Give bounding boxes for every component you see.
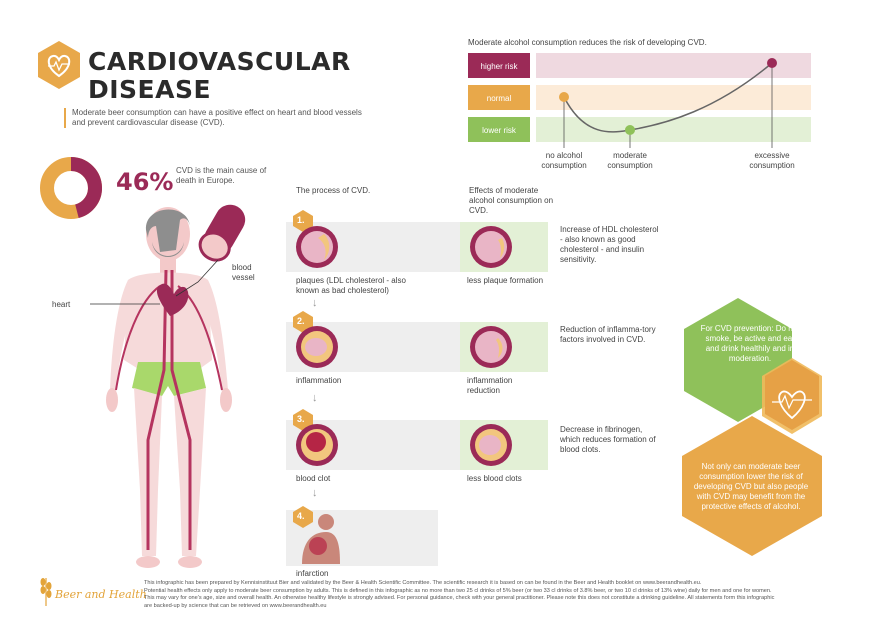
inflammation-reduction-vessel-icon [470, 326, 512, 368]
point-excessive [767, 58, 777, 68]
less-plaque-vessel-icon [470, 226, 512, 268]
human-body-illustration [90, 204, 246, 568]
arrow-down-icon: ↓ [312, 392, 318, 404]
arrow-down-icon: ↓ [312, 297, 318, 309]
step2-effect: inflammation reduction [467, 376, 513, 395]
step1-effect: less plaque formation [467, 276, 544, 285]
step4-label: infarction [296, 569, 329, 578]
brand-logo: Beer and Health [55, 588, 147, 601]
inflammation-vessel-icon [296, 326, 338, 368]
step1-label: plaques (LDL cholesterol - also known as… [296, 276, 406, 295]
death-share-donut [40, 157, 102, 219]
band-higher-risk [536, 53, 811, 78]
prevention-orange-text: Not only can moderate beer consumption l… [693, 462, 809, 511]
footer-disclaimer: This infographic has been prepared by Ke… [144, 580, 775, 609]
prevention-hexagons [682, 298, 822, 556]
heart-label: heart [52, 300, 71, 309]
step1-hexagon [293, 210, 313, 232]
step1-note: Increase of HDL cholesterol - also known… [560, 225, 659, 264]
arrow-down-icon: ↓ [312, 487, 318, 499]
level-lower-risk-box [468, 117, 530, 142]
infarction-person-icon [302, 514, 340, 564]
step3-note: Decrease in fibrinogen, which reduces fo… [560, 425, 656, 454]
step3-effect: less blood clots [467, 474, 522, 483]
step3-number: 3. [297, 414, 305, 424]
level-label-normal: normal [487, 94, 512, 103]
band-lower-risk [536, 117, 811, 142]
level-label-higher-risk: higher risk [481, 62, 519, 71]
less-clots-vessel-icon [470, 424, 512, 466]
process-header: The process of CVD. [296, 186, 371, 195]
plaque-vessel-icon [296, 226, 338, 268]
level-higher-risk-box [468, 53, 530, 78]
step2-note: Reduction of inflamma-tory factors invol… [560, 325, 656, 344]
death-note: CVD is the main cause of death in Europe… [176, 166, 267, 185]
blood-vessel-label: blood vessel [232, 263, 255, 282]
step4-hexagon [293, 506, 313, 528]
prevention-green-text: For CVD prevention: Do not smoke, be act… [700, 324, 800, 363]
risk-chart: higher risk normal lower risk [468, 53, 811, 148]
effects-header: Effects of moderate alcohol consumption … [469, 186, 554, 215]
point-moderate [625, 125, 635, 135]
risk-chart-title: Moderate alcohol consumption reduces the… [468, 38, 707, 47]
level-label-lower-risk: lower risk [482, 126, 517, 135]
step2-hexagon [293, 311, 313, 333]
death-percentage: 46% [116, 168, 174, 196]
step1-number: 1. [297, 215, 305, 225]
heart-hexagon-icon [38, 41, 80, 89]
intro-text: Moderate beer consumption can have a pos… [64, 108, 372, 128]
band-normal [536, 85, 811, 110]
step2-label: inflammation [296, 376, 342, 385]
step2-number: 2. [297, 316, 305, 326]
blood-clot-vessel-icon [296, 424, 338, 466]
step4-number: 4. [297, 511, 305, 521]
wheat-icon [40, 578, 52, 606]
page-title: CARDIOVASCULAR DISEASE [88, 47, 351, 104]
level-normal-box [468, 85, 530, 110]
step3-hexagon [293, 409, 313, 431]
step3-label: blood clot [296, 474, 331, 483]
point-no-alcohol [559, 92, 569, 102]
